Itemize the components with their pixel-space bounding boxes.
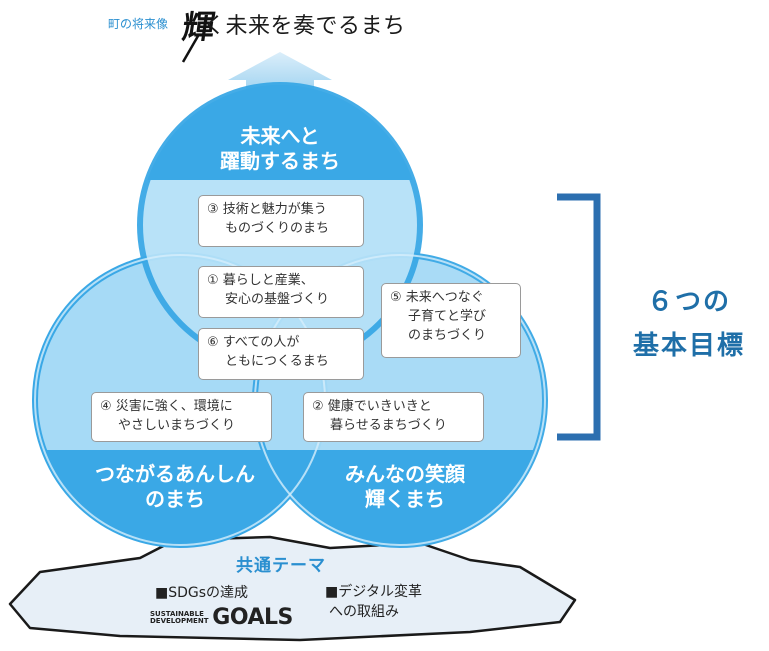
- theme-item-sdgs: ■SDGsの達成: [155, 585, 249, 601]
- circle-top-title: 未来へと躍動するまち: [220, 124, 340, 173]
- goals-bracket: [557, 193, 601, 441]
- common-theme-title: 共通テーマ: [236, 556, 326, 576]
- goal-6-box: ⑥ すべての人がともにつくるまち: [198, 328, 364, 380]
- goal-2-box: ② 健康でいきいきと暮らせるまちづくり: [303, 392, 484, 442]
- vision-label: 町の将来像: [108, 17, 169, 31]
- circle-right-title: みんなの笑顔輝くまち: [345, 462, 465, 511]
- goal-5-box: ⑤ 未来へつなぐ子育てと学びのまちづくり: [381, 283, 521, 358]
- ground-island: [8, 535, 577, 642]
- upward-arrow: [228, 52, 332, 95]
- vision-title: く未来を奏でるまち: [203, 14, 406, 39]
- goal-3-box: ③ 技術と魅力が集うものづくりのまち: [198, 195, 364, 247]
- theme-item-dx: ■デジタル変革 への取組み: [325, 584, 422, 620]
- six-goals-label: ６つの基本目標: [632, 287, 745, 361]
- goal-1-box: ① 暮らしと産業、安心の基盤づくり: [198, 266, 364, 318]
- brush-stroke: [181, 35, 200, 63]
- goal-4-box: ④ 災害に強く、環境にやさしいまちづくり: [91, 392, 272, 442]
- circle-left-title: つながるあんしんのまち: [95, 462, 255, 511]
